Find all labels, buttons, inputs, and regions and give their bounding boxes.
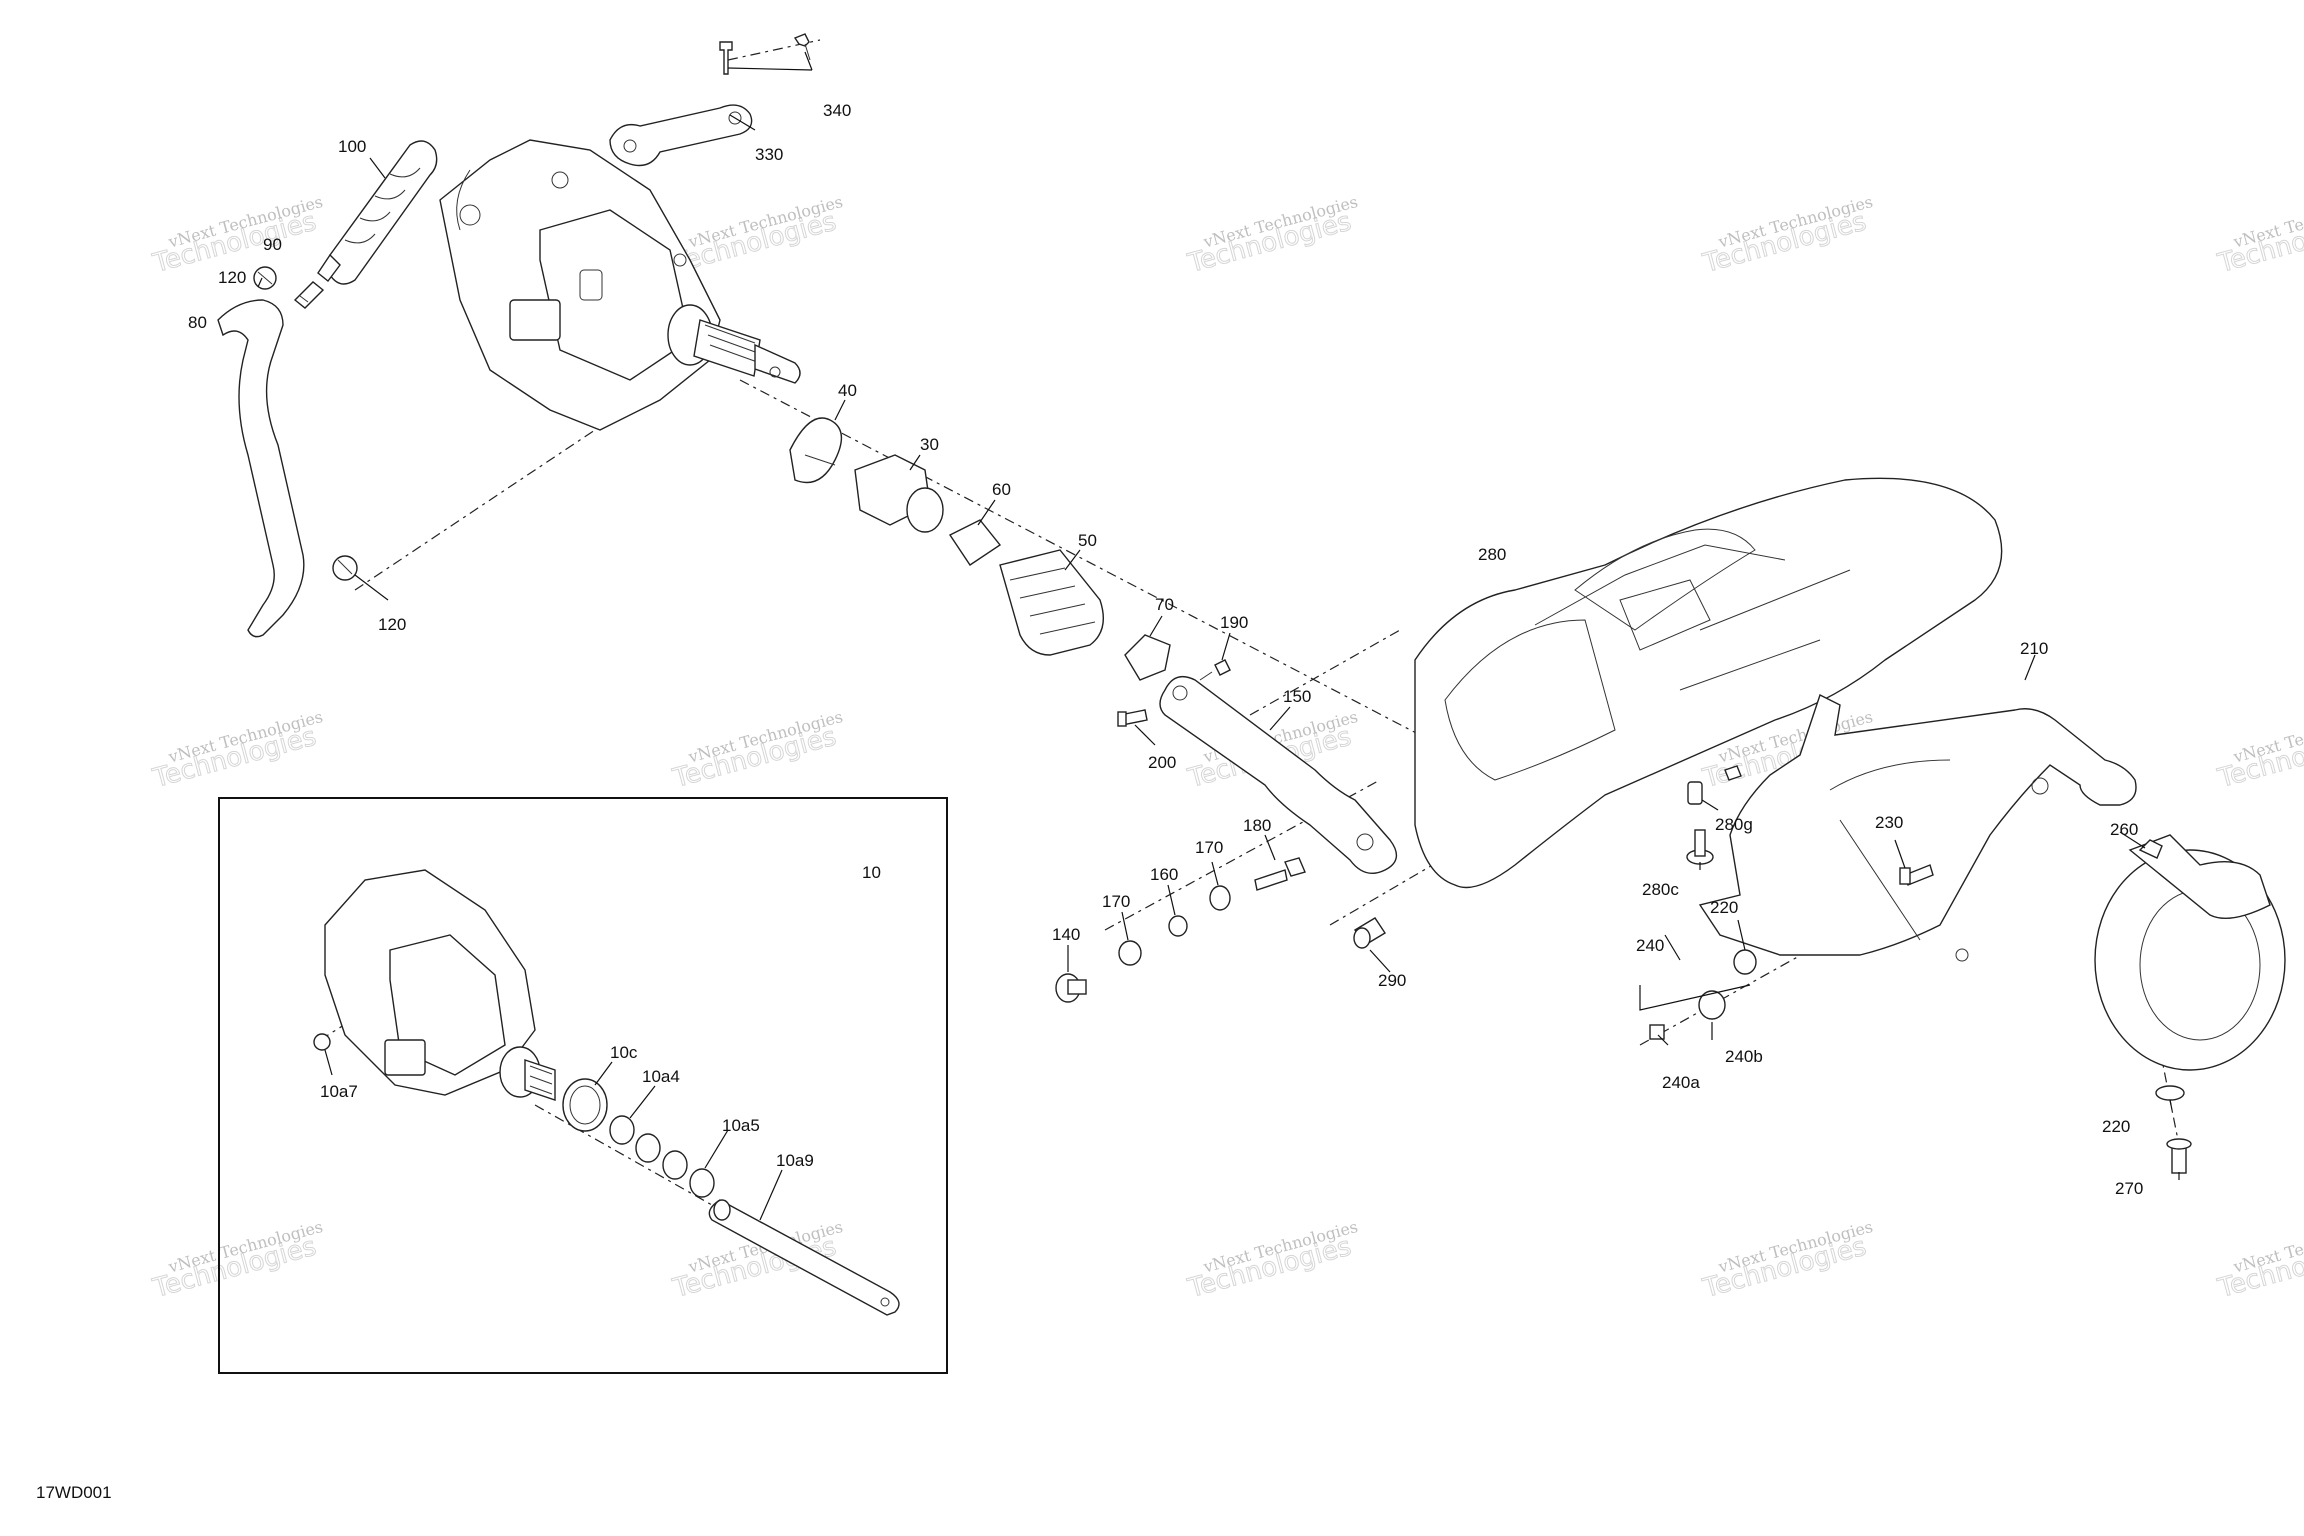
inset-ring-10c-icon xyxy=(562,1078,608,1132)
bolt-340-icon xyxy=(719,33,811,75)
callout-120-lower: 120 xyxy=(378,615,406,634)
inset-oring-10a4-icon xyxy=(609,1115,661,1163)
callout-120: 120 xyxy=(218,268,246,287)
watermark: Technologies vNext Technologies xyxy=(2214,707,2304,795)
bushing-240b-icon xyxy=(1698,990,1726,1020)
callout-240a: 240a xyxy=(1662,1073,1700,1092)
callout-240b: 240b xyxy=(1725,1047,1763,1066)
bellows-50-icon xyxy=(999,549,1104,656)
callout-260: 260 xyxy=(2110,820,2138,839)
inset-shaft-10a9-icon xyxy=(708,1199,900,1316)
callout-220-lower: 220 xyxy=(2102,1117,2130,1136)
callout-200: 200 xyxy=(1148,753,1176,772)
callout-280c: 280c xyxy=(1642,880,1679,899)
callout-80: 80 xyxy=(188,313,207,332)
callout-labels: 340 330 100 90 120 80 40 30 60 50 70 190… xyxy=(188,101,2143,1198)
callout-230: 230 xyxy=(1875,813,1903,832)
callout-280: 280 xyxy=(1478,545,1506,564)
cover-280-icon xyxy=(1414,477,2003,889)
inset-box-10 xyxy=(218,797,948,1374)
callout-50: 50 xyxy=(1078,531,1097,550)
watermark: Technologies vNext Technologies xyxy=(149,192,325,280)
callout-100: 100 xyxy=(338,137,366,156)
clamp-120-lower-icon xyxy=(332,555,358,581)
stud-280g-icon xyxy=(1687,765,1742,805)
callout-70: 70 xyxy=(1155,595,1174,614)
callout-10a4: 10a4 xyxy=(642,1067,680,1086)
watermark: Technologies vNext Technologies xyxy=(1184,1217,1360,1305)
callout-10a7: 10a7 xyxy=(320,1082,358,1101)
callout-170: 170 xyxy=(1195,838,1223,857)
output-shaft-icon xyxy=(667,304,801,384)
bolt-270-icon xyxy=(2166,1138,2192,1174)
callout-270: 270 xyxy=(2115,1179,2143,1198)
boot-100-icon xyxy=(317,140,438,285)
washer-220-icon xyxy=(1733,949,1757,975)
fitting-90-icon xyxy=(293,281,325,309)
callout-290: 290 xyxy=(1378,971,1406,990)
callout-10: 10 xyxy=(862,863,881,882)
inset-oring-10a5-icon xyxy=(662,1150,715,1198)
bolt-180-icon xyxy=(1254,857,1306,891)
ring-160-icon xyxy=(1168,915,1188,937)
hose-80-icon xyxy=(217,299,305,638)
diagram-code: 17WD001 xyxy=(36,1483,112,1502)
callout-220: 220 xyxy=(1710,898,1738,917)
linkage-150-icon xyxy=(1159,676,1398,874)
callout-180: 180 xyxy=(1243,816,1271,835)
callout-10c: 10c xyxy=(610,1043,638,1062)
watermark: Technologies vNext Technologies xyxy=(1184,192,1360,280)
callout-60: 60 xyxy=(992,480,1011,499)
nut-30-icon xyxy=(854,454,944,533)
callout-330: 330 xyxy=(755,145,783,164)
nut-70-icon xyxy=(1124,634,1171,681)
callout-190: 190 xyxy=(1220,613,1248,632)
bolt-200-icon xyxy=(1117,709,1148,727)
callout-280g: 280g xyxy=(1715,815,1753,834)
link-arm-330-icon xyxy=(609,104,753,167)
washer-220-lower-icon xyxy=(2155,1085,2185,1101)
callout-150: 150 xyxy=(1283,687,1311,706)
inset-actuator-icon xyxy=(324,869,556,1101)
watermark: Technologies vNext Technologies xyxy=(149,1217,325,1305)
watermark: Technologies vNext Technologies xyxy=(149,707,325,795)
watermark: Technologies vNext Technologies xyxy=(1699,192,1875,280)
clip-40-icon xyxy=(789,417,843,484)
washer-170-lower-icon xyxy=(1118,940,1142,966)
nozzle-260-icon xyxy=(2094,834,2286,1071)
callout-30: 30 xyxy=(920,435,939,454)
callout-160: 160 xyxy=(1150,865,1178,884)
watermark: Technologies vNext Technologies xyxy=(1699,1217,1875,1305)
callout-10a9: 10a9 xyxy=(776,1151,814,1170)
watermark: Technologies vNext Technologies xyxy=(2214,1217,2304,1305)
callout-240: 240 xyxy=(1636,936,1664,955)
callout-210: 210 xyxy=(2020,639,2048,658)
callout-140: 140 xyxy=(1052,925,1080,944)
actuator-housing-icon xyxy=(439,139,721,431)
inset-leaders xyxy=(324,1049,783,1221)
bracket-210-icon xyxy=(1698,694,2137,962)
watermark: Technologies vNext Technologies xyxy=(669,192,845,280)
screw-190-icon xyxy=(1199,659,1231,681)
stud-280c-icon xyxy=(1686,829,1714,865)
callout-40: 40 xyxy=(838,381,857,400)
callout-10a5: 10a5 xyxy=(722,1116,760,1135)
watermark: Technologies vNext Technologies xyxy=(2214,192,2304,280)
callout-170-lower: 170 xyxy=(1102,892,1130,911)
bolt-140-icon xyxy=(1055,973,1087,1003)
fitting-290-icon xyxy=(1353,917,1386,949)
callout-90: 90 xyxy=(263,235,282,254)
bolt-240a-icon xyxy=(1649,1024,1665,1040)
watermark: Technologies vNext Technologies xyxy=(669,707,845,795)
callout-340: 340 xyxy=(823,101,851,120)
leader-lines xyxy=(257,51,2180,1180)
washer-170-icon xyxy=(1209,885,1231,911)
inset-oring-10a7-icon xyxy=(313,1033,331,1051)
clamp-120-icon xyxy=(253,266,277,290)
ring-60-icon xyxy=(948,519,1002,566)
